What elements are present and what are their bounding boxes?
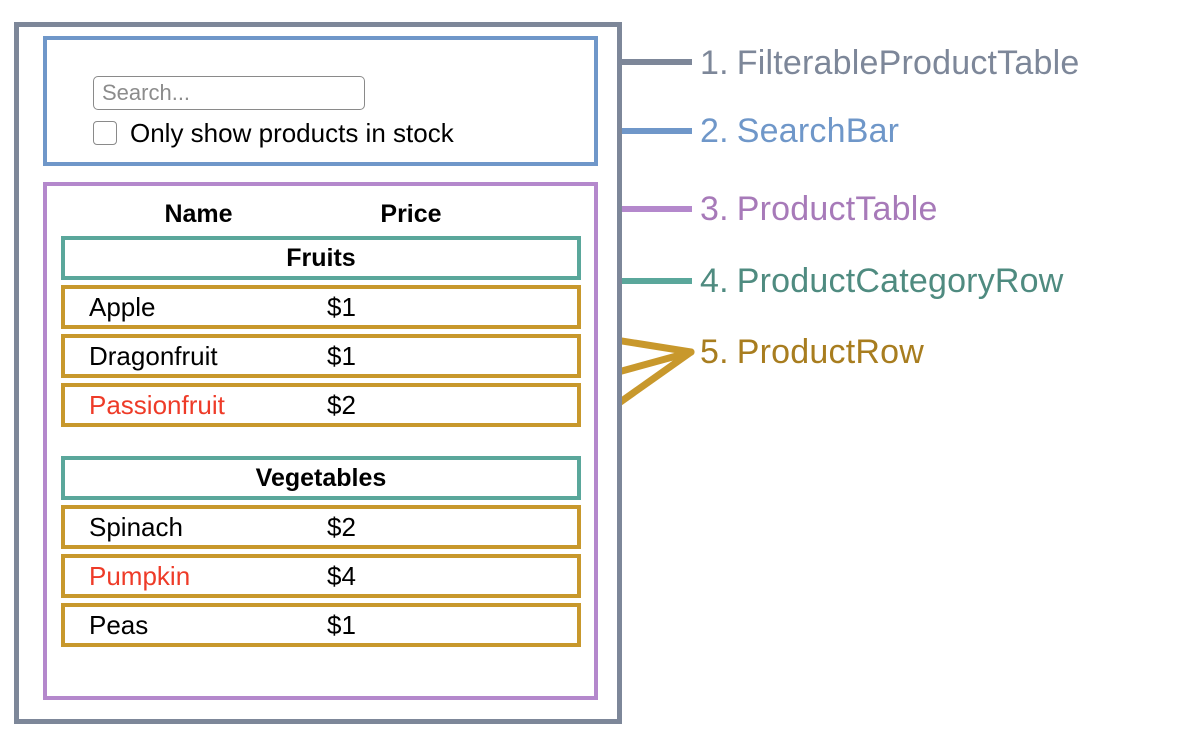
legend-item-filterable-product-table: 1.FilterableProductTable: [700, 46, 1079, 80]
product-row: Spinach $2: [61, 505, 581, 549]
product-price: $2: [327, 389, 356, 420]
legend-item-product-table: 3.ProductTable: [700, 192, 938, 226]
product-row: Pumpkin $4: [61, 554, 581, 598]
product-category-label: Fruits: [286, 243, 356, 272]
product-price: $1: [327, 340, 356, 371]
legend-item-product-row: 5.ProductRow: [700, 335, 924, 369]
product-price: $1: [327, 291, 356, 322]
product-category-label: Vegetables: [255, 463, 387, 492]
product-price: $4: [327, 560, 356, 591]
legend-label: ProductCategoryRow: [736, 262, 1064, 300]
product-name: Apple: [89, 291, 156, 322]
product-row: Dragonfruit $1: [61, 334, 581, 378]
product-table-header-row: Name Price: [61, 192, 581, 236]
column-header-price: Price: [380, 199, 442, 228]
legend-label: FilterableProductTable: [736, 44, 1080, 82]
product-row: Peas $1: [61, 603, 581, 647]
product-name: Pumpkin: [89, 560, 191, 591]
legend-label: ProductTable: [736, 190, 938, 228]
product-table: Name Price Fruits Apple $1 Dragonfruit $…: [61, 192, 581, 652]
product-name: Passionfruit: [89, 389, 225, 420]
product-name: Dragonfruit: [89, 340, 218, 371]
product-table-container: Name Price Fruits Apple $1 Dragonfruit $…: [43, 182, 598, 700]
product-category-row: Fruits: [61, 236, 581, 280]
product-category-row: Vegetables: [61, 456, 581, 500]
product-row: Apple $1: [61, 285, 581, 329]
legend-number: 5.: [700, 333, 729, 371]
legend-number: 1.: [700, 44, 729, 82]
product-name: Peas: [89, 609, 149, 640]
column-header-name: Name: [164, 199, 233, 228]
product-price: $2: [327, 511, 356, 542]
product-row: Passionfruit $2: [61, 383, 581, 427]
legend-label: ProductRow: [736, 333, 924, 371]
in-stock-filter-row[interactable]: Only show products in stock: [93, 120, 454, 146]
in-stock-checkbox[interactable]: [93, 121, 117, 145]
search-input[interactable]: [93, 76, 365, 110]
product-name: Spinach: [89, 511, 183, 542]
legend-label: SearchBar: [736, 112, 900, 150]
legend-item-search-bar: 2.SearchBar: [700, 114, 899, 148]
category-spacer: [61, 432, 581, 456]
search-bar-container: Only show products in stock: [43, 36, 598, 166]
legend-item-product-category-row: 4.ProductCategoryRow: [700, 264, 1064, 298]
legend-number: 4.: [700, 262, 729, 300]
legend-number: 3.: [700, 190, 729, 228]
legend-number: 2.: [700, 112, 729, 150]
product-price: $1: [327, 609, 356, 640]
in-stock-checkbox-label: Only show products in stock: [130, 118, 454, 148]
